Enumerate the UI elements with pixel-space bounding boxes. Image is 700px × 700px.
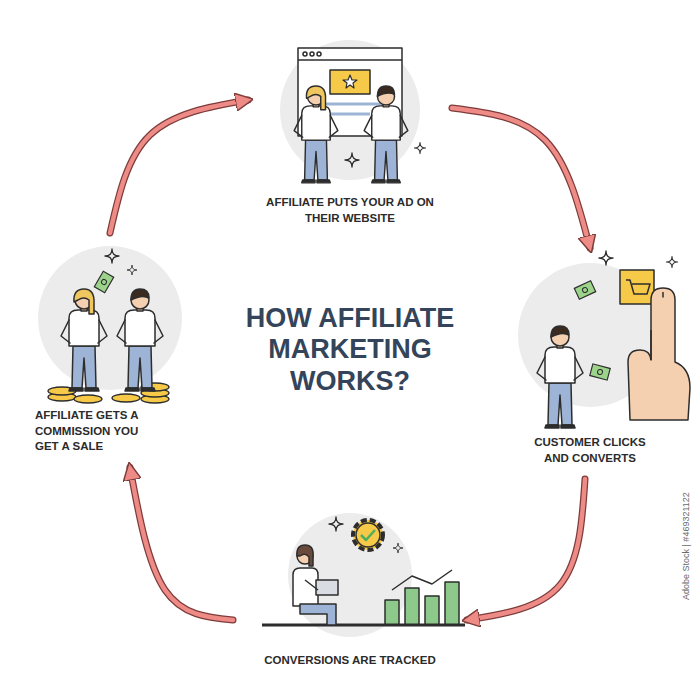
- arrow-body: [110, 100, 248, 233]
- step-caption: AFFILIATE GETS A COMMISSION YOU GET A SA…: [35, 408, 147, 455]
- step-caption: CUSTOMER CLICKS AND CONVERTS: [523, 435, 658, 466]
- arrow-body: [452, 108, 590, 248]
- step-node: AFFILIATE GETS A COMMISSION YOU GET A SA…: [30, 240, 205, 461]
- arrow-outline: [110, 100, 248, 233]
- cycle-arrow: [130, 468, 233, 620]
- diagram-title: HOW AFFILIATE MARKETING WORKS?: [245, 303, 455, 396]
- step-caption: AFFILIATE PUTS YOUR AD ON THEIR WEBSITE: [261, 195, 439, 226]
- arrow-outline: [452, 108, 590, 248]
- arrow-outline: [130, 468, 233, 620]
- cycle-arrow: [467, 479, 585, 620]
- cycle-arrow: [452, 108, 590, 248]
- watermark-id: Adobe Stock | #469321122: [681, 492, 691, 600]
- arrow-body: [130, 468, 233, 620]
- arrow-outline: [467, 479, 585, 620]
- arrow-body: [467, 479, 585, 620]
- step-caption: CONVERSIONS ARE TRACKED: [243, 653, 458, 669]
- step-node: CONVERSIONS ARE TRACKED: [240, 505, 460, 675]
- cycle-arrow: [110, 100, 248, 233]
- step-node: CUSTOMER CLICKS AND CONVERTS: [500, 255, 680, 472]
- step-node: AFFILIATE PUTS YOUR AD ON THEIR WEBSITE: [255, 38, 445, 232]
